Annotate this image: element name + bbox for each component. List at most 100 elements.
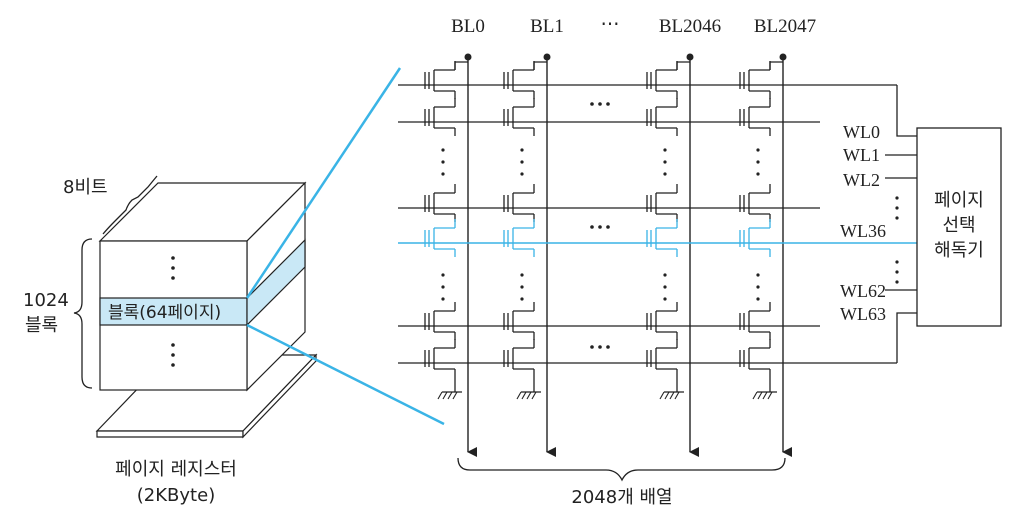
row-dots <box>598 102 602 106</box>
wl-label-63: WL63 <box>840 304 886 324</box>
string-top-connector <box>769 61 783 70</box>
column-dots <box>663 297 667 301</box>
wl-label-1: WL1 <box>843 145 880 165</box>
column-dots <box>441 297 445 301</box>
column-dots <box>441 148 445 152</box>
block-label: 블록(64페이지) <box>108 303 221 323</box>
column-dots <box>756 172 760 176</box>
width-brace <box>102 175 158 235</box>
column-dots <box>756 160 760 164</box>
row-dots <box>598 345 602 349</box>
decoder-dots <box>895 216 899 220</box>
memory-cube: 8비트 1024 블록 블록(64페이지) 페이지 레지스터 (2KByte) <box>23 175 318 506</box>
bl-label-0: BL0 <box>451 16 485 37</box>
block-width-label: 8비트 <box>63 177 108 198</box>
array-brace <box>457 457 786 482</box>
column-dots <box>756 148 760 152</box>
decoder-dots <box>895 196 899 200</box>
wl-label-0: WL0 <box>843 122 880 142</box>
row-dots <box>606 225 610 229</box>
ground-hatch <box>669 391 675 400</box>
wl63-connector <box>896 312 917 363</box>
zoom-line-bottom <box>246 323 445 426</box>
column-dots <box>756 285 760 289</box>
decoder-label-3: 해독기 <box>934 240 984 261</box>
bit-line-node <box>464 53 472 61</box>
column-dots <box>441 172 445 176</box>
string-top-connector <box>533 61 547 70</box>
ground-hatch <box>447 391 453 400</box>
wl0-connector <box>896 85 917 137</box>
bit-line-node <box>779 53 787 61</box>
cell-array <box>398 53 917 457</box>
ground-hatch <box>674 391 680 400</box>
ground-hatch <box>521 391 527 400</box>
register-label-1: 페이지 레지스터 <box>115 459 237 480</box>
page-decoder-box <box>916 127 1002 327</box>
block-count-label-2: 블록 <box>25 315 58 336</box>
bl-label-1: BL1 <box>530 16 564 37</box>
wl-label-36: WL36 <box>840 221 886 241</box>
ground-hatch <box>757 391 763 400</box>
row-dots <box>590 225 594 229</box>
column-dots <box>663 273 667 277</box>
column-dots <box>520 172 524 176</box>
ground-hatch <box>664 391 670 400</box>
ground-hatch <box>762 391 768 400</box>
ground-hatch <box>516 391 522 400</box>
row-dots <box>606 345 610 349</box>
column-dots <box>756 297 760 301</box>
bl-label-2046: BL2046 <box>659 16 721 37</box>
column-dots <box>663 160 667 164</box>
column-dots <box>756 273 760 277</box>
array-label: 2048개 배열 <box>571 487 672 508</box>
ground-hatch <box>752 391 758 400</box>
cube-dots-upper <box>171 256 175 280</box>
bl-label-2047: BL2047 <box>754 16 816 37</box>
column-dots <box>520 297 524 301</box>
block-count-label-1: 1024 <box>23 290 69 311</box>
decoder-dots <box>895 260 899 264</box>
ground-hatch <box>767 391 773 400</box>
ground-hatch <box>526 391 532 400</box>
string-top-connector <box>454 61 468 70</box>
column-dots <box>663 285 667 289</box>
ground-hatch <box>442 391 448 400</box>
column-dots <box>520 273 524 277</box>
decoder-dots <box>895 280 899 284</box>
row-dots <box>606 102 610 106</box>
height-brace <box>73 238 93 389</box>
column-dots <box>441 273 445 277</box>
wl-label-62: WL62 <box>840 281 886 301</box>
ground-hatch <box>437 391 443 400</box>
column-dots <box>441 285 445 289</box>
string-top-connector <box>676 61 690 70</box>
column-dots <box>663 148 667 152</box>
bit-line-node <box>543 53 551 61</box>
column-dots <box>520 148 524 152</box>
bl-gap-dots: ⋯ <box>601 14 620 35</box>
zoom-line-top <box>245 67 402 299</box>
register-label-2: (2KByte) <box>137 485 215 506</box>
bit-line-node <box>686 53 694 61</box>
row-dots <box>590 102 594 106</box>
block-band-side <box>246 238 306 327</box>
block-band-front <box>99 297 248 326</box>
column-dots <box>663 172 667 176</box>
cube-dots-lower <box>171 343 175 367</box>
ground-hatch <box>659 391 665 400</box>
decoder-dots <box>895 206 899 210</box>
ground-hatch <box>531 391 537 400</box>
column-dots <box>520 160 524 164</box>
decoder-label-1: 페이지 <box>934 190 984 211</box>
row-dots <box>590 345 594 349</box>
row-dots <box>598 225 602 229</box>
ground-hatch <box>452 391 458 400</box>
column-dots <box>441 160 445 164</box>
decoder-label-2: 선택 <box>942 215 975 236</box>
wl-label-2: WL2 <box>843 170 880 190</box>
decoder-dots <box>895 270 899 274</box>
column-dots <box>520 285 524 289</box>
